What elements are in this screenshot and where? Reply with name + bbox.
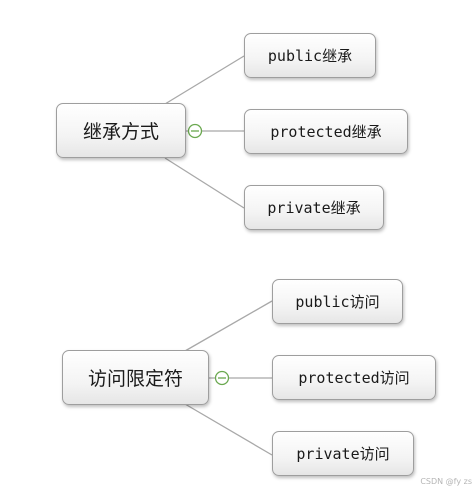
child-node-private-access[interactable]: private访问 [272, 431, 414, 476]
child-node-private-inheritance[interactable]: private继承 [244, 185, 384, 230]
child-node-protected-inheritance[interactable]: protected继承 [244, 109, 408, 154]
connector-line [184, 300, 273, 352]
connector-line [164, 55, 245, 105]
connector-line [164, 157, 245, 209]
connector-line [184, 403, 273, 456]
child-node-protected-access[interactable]: protected访问 [272, 355, 436, 400]
root-node-inheritance-modes[interactable]: 继承方式 [56, 103, 186, 158]
collapse-toggle-icon[interactable] [214, 370, 230, 386]
child-node-public-inheritance[interactable]: public继承 [244, 33, 376, 78]
collapse-toggle-icon[interactable] [187, 123, 203, 139]
watermark: CSDN @fy zs [420, 477, 472, 486]
child-node-public-access[interactable]: public访问 [272, 279, 403, 324]
root-node-access-specifiers[interactable]: 访问限定符 [62, 350, 209, 405]
